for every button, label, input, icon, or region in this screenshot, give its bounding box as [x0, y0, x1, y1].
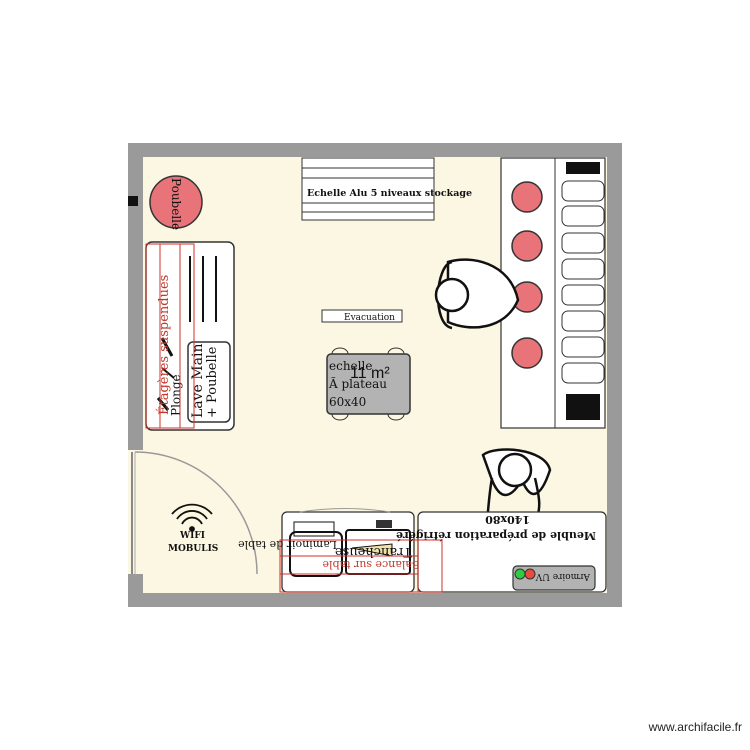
archifacile-watermark[interactable]: www.archifacile.fr — [648, 720, 742, 734]
stool-4 — [511, 337, 543, 369]
poubelle-label: Poubelle — [169, 178, 183, 230]
echelle-alu-rack: Echelle Alu 5 niveaux stockage — [301, 157, 472, 221]
stool-2 — [511, 230, 543, 262]
meuble-prep-refrigere: Meuble de préparation réfrigéré 140x80 A… — [396, 511, 607, 593]
meuble-prep-label: Meuble de préparation réfrigéré — [396, 529, 596, 542]
echelle-plateau-line3: 60x40 — [329, 395, 366, 409]
evacuation-label: Evacuation — [344, 313, 395, 323]
plonge-cabinet: Lave Main + Poubelle Plonge Étagères sus… — [145, 241, 235, 431]
poubelle2-label: + Poubelle — [205, 346, 220, 418]
laminoir-label: Laminoir de table — [238, 538, 337, 551]
poubelle-bin — [149, 175, 203, 229]
wifi-icon — [171, 503, 213, 532]
area-label: 11 m² — [350, 365, 390, 382]
echelle-alu-label: Echelle Alu 5 niveaux stockage — [307, 188, 472, 199]
balance-label: Balance sur table — [322, 558, 420, 571]
lave-main-label: Lave Main — [190, 344, 206, 418]
wifi-mobulis-label: MOBULIS — [168, 544, 218, 554]
person-1 — [434, 258, 520, 330]
person-2 — [481, 448, 552, 541]
laminoir-table: Laminoir de table Trancheuse Balance sur… — [238, 511, 443, 593]
door-opening — [128, 450, 144, 574]
armoire-uv-label: Armoire UV — [535, 571, 591, 581]
stool-1 — [511, 181, 543, 213]
evacuation-drain — [321, 309, 403, 323]
echelle-plateau-line1: echelle — [329, 359, 372, 373]
echelle-plateau-table: echelle Ã plateau 60x40 11 m² — [326, 347, 411, 421]
trancheuse-label: Trancheuse — [335, 544, 412, 559]
etageres-label: Étagères suspendues — [156, 275, 172, 415]
wifi-label: WIFI — [179, 531, 205, 541]
door-swing — [134, 451, 258, 575]
meuble-prep-dim: 140x80 — [485, 513, 530, 526]
echelle-plateau-line2: Ã plateau — [328, 376, 387, 391]
right-counter — [500, 157, 606, 429]
